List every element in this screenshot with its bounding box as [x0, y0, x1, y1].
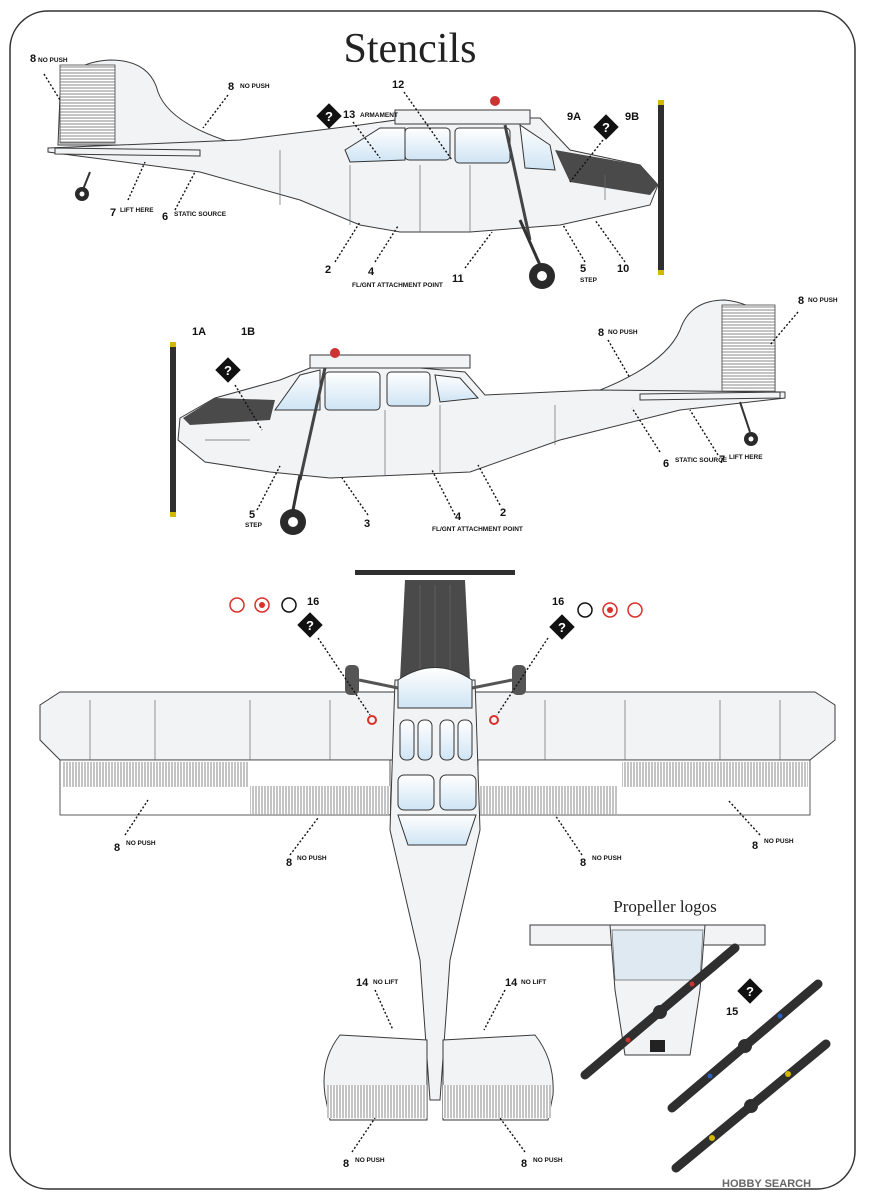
callout-text: NO PUSH [240, 83, 270, 90]
propeller-blade-3 [671, 1039, 831, 1173]
callout-text: STATIC SOURCE [675, 457, 728, 464]
propeller-logos-panel: Propeller logos 15 [529, 897, 831, 1173]
propeller-blade-2 [667, 979, 823, 1113]
callout-number: 1A [192, 326, 206, 338]
callout-number: 15 [726, 1006, 738, 1018]
callout-number: 8 [798, 295, 804, 307]
callout-text: NO PUSH [764, 838, 794, 845]
propeller [355, 570, 515, 575]
callout-number: 8 [286, 857, 292, 869]
callout-text: NO PUSH [808, 297, 838, 304]
callout-number: 4 [455, 511, 462, 523]
callout-number: 12 [392, 79, 404, 91]
callout-text: NO LIFT [521, 979, 546, 986]
callout-number: 14 [505, 977, 518, 989]
callout-text: NO PUSH [297, 855, 327, 862]
windscreen [397, 667, 473, 709]
main-strut [503, 124, 532, 241]
callout-number: 5 [249, 509, 255, 521]
rudder-ribs [59, 64, 116, 144]
callout-text: FL/GNT ATTACHMENT POINT [352, 282, 443, 289]
stabilizer [639, 391, 781, 401]
propeller [170, 342, 176, 517]
rear-window [434, 374, 480, 403]
left-flap-ribs [250, 786, 390, 814]
main-wheel [280, 509, 306, 535]
beacon [490, 96, 500, 106]
callout-text: STEP [245, 522, 263, 529]
side-view-left: 1A 1B 8 NO PUSH 8 NO PUSH 6 STATIC SOURC… [170, 295, 838, 535]
callout-number: 2 [325, 264, 331, 276]
door-window [386, 371, 431, 407]
callout-number: 16 [552, 596, 564, 608]
callout-text: STEP [580, 277, 598, 284]
propeller-title: Propeller logos [613, 897, 716, 916]
callout-number: 8 [114, 842, 120, 854]
rudder-ribs [721, 304, 776, 396]
rear-window [397, 814, 477, 846]
main-wheel [529, 263, 555, 289]
callout-number: 8 [343, 1158, 349, 1170]
callout-number: 6 [663, 458, 669, 470]
callout-number: 3 [364, 518, 370, 530]
roundel-set-right [577, 602, 643, 618]
nose-dark-paint [183, 398, 275, 425]
callout-number: 2 [500, 507, 506, 519]
callout-number: 11 [452, 273, 464, 285]
callout-number: 8 [752, 840, 758, 852]
door-window [404, 127, 451, 161]
beacon [330, 348, 340, 358]
side-view-right: 8 NO PUSH 8 NO PUSH 12 13 ARMAMENT 9A 9B… [30, 53, 664, 289]
nose-dark-paint [555, 150, 658, 195]
callout-text: NO PUSH [533, 1157, 563, 1164]
callout-text: NO PUSH [126, 840, 156, 847]
callout-number: 8 [598, 327, 604, 339]
windscreen [274, 369, 321, 411]
callout-number: 14 [356, 977, 369, 989]
callout-number: 10 [617, 263, 629, 275]
wing-root [309, 354, 471, 369]
callout-number: 9B [625, 111, 639, 123]
main-strut [298, 367, 327, 481]
callout-text: ARMAMENT [360, 112, 398, 119]
callout-number: 5 [580, 263, 586, 275]
callout-text: NO LIFT [373, 979, 398, 986]
callout-number: 13 [343, 109, 355, 121]
top-view: 16 16 8 NO PUSH 8 NO PUSH 8 NO PUSH 8 NO… [39, 570, 836, 1170]
propeller-blade-1 [580, 943, 740, 1080]
callout-number: 8 [580, 857, 586, 869]
propeller [658, 100, 664, 275]
wing-root [394, 109, 531, 125]
callout-number: 6 [162, 211, 168, 223]
front-window [454, 127, 511, 164]
right-flap-ribs [478, 786, 618, 814]
left-aileron-ribs [62, 762, 248, 787]
callout-number: 8 [521, 1158, 527, 1170]
callout-number: 4 [368, 266, 375, 278]
windscreen [519, 123, 556, 171]
callout-text: NO PUSH [38, 57, 68, 64]
watermark: HOBBY SEARCH [722, 1178, 811, 1190]
callout-text: FL/GNT ATTACHMENT POINT [432, 526, 523, 533]
callout-text: LIFT HERE [729, 454, 763, 461]
callout-number: 9A [567, 111, 581, 123]
front-window [324, 371, 381, 411]
callout-number: 7 [110, 207, 116, 219]
callout-text: NO PUSH [592, 855, 622, 862]
callout-number: 1B [241, 326, 255, 338]
callout-number: 16 [307, 596, 319, 608]
callout-number: 8 [30, 53, 36, 65]
callout-number: 8 [228, 81, 234, 93]
callout-text: STATIC SOURCE [174, 211, 227, 218]
callout-number: 7 [719, 454, 725, 466]
roundel-set-left [229, 597, 297, 613]
stabilizer [54, 147, 201, 157]
callout-text: NO PUSH [355, 1157, 385, 1164]
page-title: Stencils [344, 26, 477, 72]
right-aileron-ribs [622, 762, 808, 787]
callout-text: NO PUSH [608, 329, 638, 336]
callout-text: LIFT HERE [120, 207, 154, 214]
